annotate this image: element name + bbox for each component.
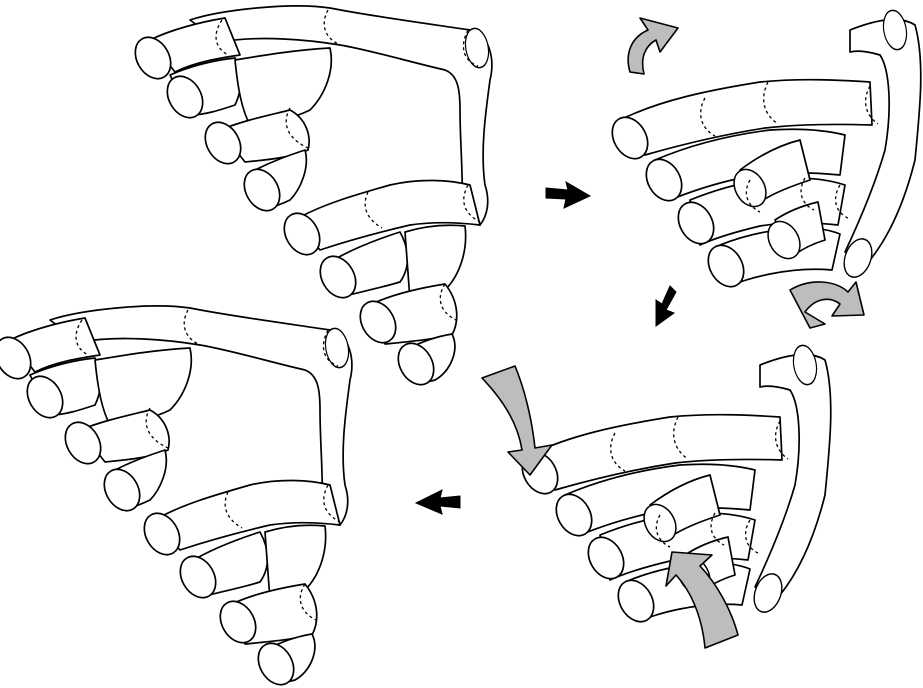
flow-arrow-left	[416, 490, 460, 514]
curved-arrow-icon	[790, 282, 864, 328]
curved-arrow-icon	[482, 366, 552, 475]
flow-arrow-down	[656, 286, 676, 326]
panel-top-right	[605, 9, 921, 293]
panel-bottom-left	[0, 306, 352, 688]
curved-arrow-icon	[628, 18, 678, 74]
panel-bottom-right	[515, 344, 831, 628]
flow-arrow-right	[546, 182, 590, 208]
